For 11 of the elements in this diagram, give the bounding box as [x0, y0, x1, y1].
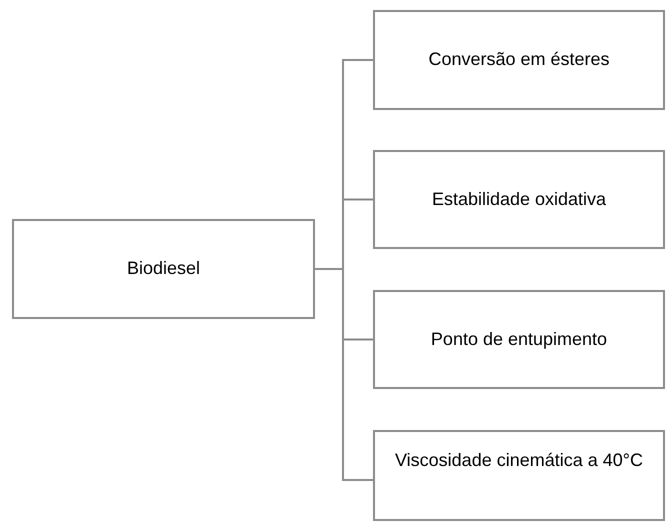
box-label: Viscosidade cinemática a 40°C — [394, 450, 643, 472]
process-box — [373, 290, 665, 389]
box-label: Biodiesel — [126, 258, 200, 280]
connector-line — [315, 268, 373, 481]
process-box — [373, 10, 665, 110]
process-box — [373, 430, 665, 521]
box-label: Ponto de entupimento — [430, 328, 608, 350]
box-label: Conversão em ésteres — [428, 49, 610, 71]
box-label: Estabilidade oxidativa — [432, 188, 606, 210]
process-box — [373, 150, 665, 249]
process-box — [12, 219, 315, 319]
